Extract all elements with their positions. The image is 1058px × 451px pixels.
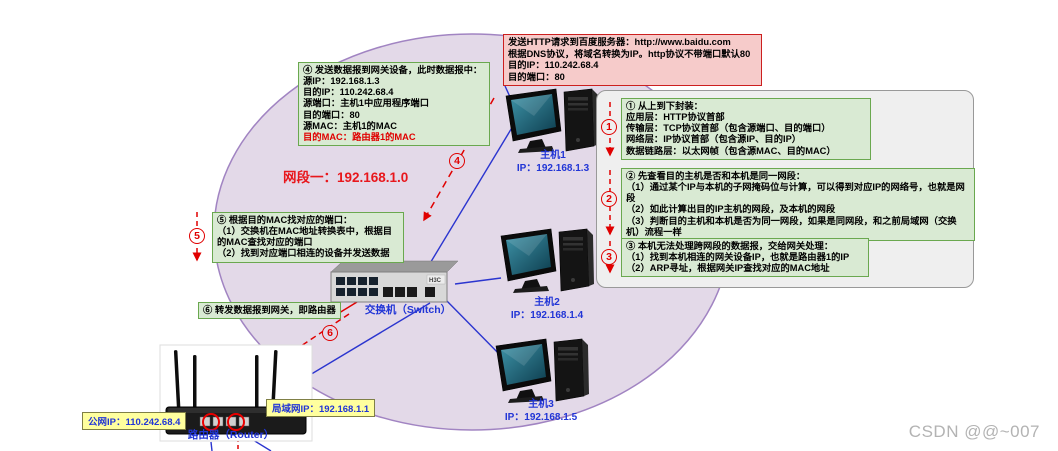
host-name: 主机2	[534, 297, 560, 308]
step-2-badge: 2	[601, 191, 617, 207]
step3-note: ③ 本机无法处理跨网段的数据报，交给网关处理： （1）找到本机相连的网关设备IP…	[621, 238, 869, 278]
note-line: 根据DNS协议，将域名转换为IP。http协议不带端口默认80	[508, 48, 751, 59]
host1-label: 主机1 IP：192.168.1.3	[498, 150, 608, 175]
note-line: 应用层：HTTP协议首部	[626, 112, 725, 123]
step4-note: ④ 发送数据报到网关设备，此时数据报中： 源IP：192.168.1.3 目的I…	[298, 62, 490, 147]
switch-icon: H3C	[330, 260, 459, 303]
note-line: 目的端口：80	[508, 71, 565, 82]
step5-note: ⑤ 根据目的MAC找对应的端口： （1）交换机在MAC地址转换表中，根据目的MA…	[212, 212, 404, 263]
note-line: 源MAC：主机1的MAC	[303, 120, 397, 131]
step2-note: ② 先查看目的主机是否和本机是同一网段： （1）通过某个IP与本机的子网掩码位与…	[621, 168, 975, 241]
router-downlink-line	[210, 441, 213, 451]
step-3-badge: 3	[601, 249, 617, 265]
step1-note: ① 从上到下封装： 应用层：HTTP协议首部 传输层：TCP协议首部（包含源端口…	[621, 98, 871, 160]
note-line: 发送HTTP请求到百度服务器：http://www.baidu.com	[508, 37, 731, 47]
note-line: 网络层：IP协议首部（包含源IP、目的IP）	[626, 134, 802, 145]
watermark: CSDN @@~007	[908, 422, 1040, 441]
note-line: （1）找到本机相连的网关设备IP，也就是路由器1的IP	[626, 252, 850, 263]
host-name: 主机3	[528, 399, 554, 410]
step-6-badge: 6	[322, 325, 338, 341]
host3-label: 主机3 IP：192.168.1.5	[486, 399, 596, 424]
step-5-badge: 5	[189, 228, 205, 244]
note-line: 数据链路层：以太网帧（包含源MAC、目的MAC）	[626, 145, 836, 156]
step6-switch-pointer-line	[338, 301, 358, 314]
note-line: 目的IP：110.242.68.4	[508, 60, 599, 71]
router-downlink-line-2	[252, 439, 272, 451]
note-line-highlight: 目的MAC：路由器1的MAC	[303, 131, 416, 142]
host-name: 主机1	[540, 150, 566, 161]
link-host2-switch	[454, 277, 502, 285]
step-4-badge: 4	[449, 153, 465, 169]
note-line: 目的IP：110.242.68.4	[303, 87, 394, 98]
note-line: 传输层：TCP协议首部（包含源端口、目的端口）	[626, 123, 831, 134]
http-request-note: 发送HTTP请求到百度服务器：http://www.baidu.com 根据DN…	[503, 34, 762, 87]
wan-ip-label: 公网IP：110.242.68.4	[82, 412, 187, 430]
note-line: （1）交换机在MAC地址转换表中，根据目的MAC查找对应的端口	[217, 226, 393, 248]
switch-label: 交换机（Switch）	[364, 304, 452, 316]
note-line: （1）通过某个IP与本机的子网掩码位与计算，可以得到对应IP的网络号，也就是网段	[626, 182, 965, 204]
note-line: ② 先查看目的主机是否和本机是同一网段：	[626, 171, 806, 181]
host-ip: IP：192.168.1.3	[516, 162, 590, 174]
router-antennas	[173, 350, 278, 411]
switch-brand-logo: H3C	[429, 278, 442, 284]
note-line: （2）ARP寻址，根据网关IP查找对应的MAC地址	[626, 263, 830, 274]
note-line: 目的端口：80	[303, 109, 360, 120]
note-line: （3）判断目的主机和本机是否为同一网段，如果是同网段，和之前局域网（交换机）流程…	[626, 215, 957, 237]
lan-ip-label: 局域网IP：192.168.1.1	[266, 399, 376, 417]
host-ip: IP：192.168.1.4	[510, 309, 584, 321]
host2-label: 主机2 IP：192.168.1.4	[492, 297, 602, 322]
router-label: 路由器（Router）	[187, 429, 275, 441]
segment-one-label: 网段一：192.168.1.0	[283, 170, 409, 185]
step-1-badge: 1	[601, 119, 617, 135]
step6-note: ⑥ 转发数据报到网关，即路由器	[198, 302, 341, 320]
wan-port-highlight-circle	[202, 413, 220, 431]
host-ip: IP：192.168.1.5	[504, 411, 578, 423]
note-line: ③ 本机无法处理跨网段的数据报，交给网关处理：	[626, 241, 834, 251]
encapsulation-panel: ① 从上到下封装： 应用层：HTTP协议首部 传输层：TCP协议首部（包含源端口…	[596, 90, 975, 288]
note-line: （2）如此计算出目的IP主机的网段，及本机的网段	[626, 204, 836, 215]
note-line: 源IP：192.168.1.3	[303, 76, 380, 87]
link-host1-switch	[428, 125, 514, 266]
note-line: ⑤ 根据目的MAC找对应的端口：	[217, 215, 353, 225]
lan-port-highlight-circle	[227, 413, 245, 431]
note-line: ① 从上到下封装：	[626, 101, 703, 111]
note-line: （2）找到对应端口相连的设备并发送数据	[217, 248, 390, 259]
note-line: 源端口：主机1中应用程序端口	[303, 98, 430, 109]
note-line: ④ 发送数据报到网关设备，此时数据报中：	[303, 65, 483, 75]
link-host3-switch	[442, 296, 508, 363]
